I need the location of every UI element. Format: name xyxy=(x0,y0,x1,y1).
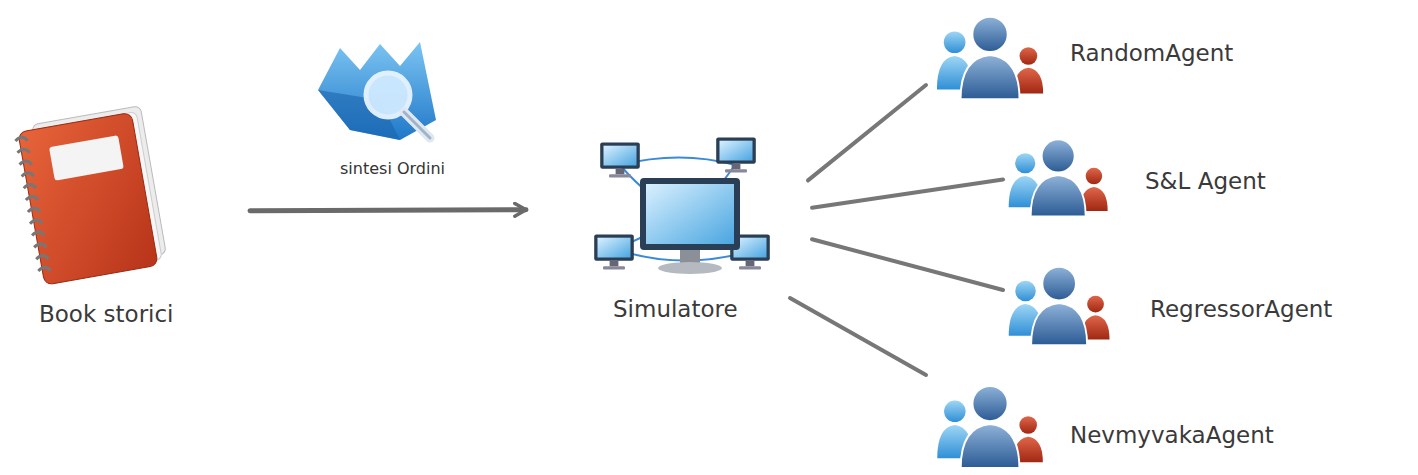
flow-arrow xyxy=(250,207,526,213)
node-label: S&L Agent xyxy=(1145,168,1266,194)
spiral-ring xyxy=(30,219,43,226)
spiral-ring xyxy=(34,243,47,250)
spiral-ring xyxy=(36,255,49,262)
node-label: NevmyvakaAgent xyxy=(1070,422,1274,448)
notebook-icon xyxy=(13,106,168,286)
spiral-ring xyxy=(32,231,45,238)
agent-node: S&L Agent xyxy=(1005,138,1272,218)
agent-node: NevmyvakaAgent xyxy=(930,385,1290,470)
node-label: RandomAgent xyxy=(1070,40,1233,66)
search-folder-icon xyxy=(318,42,436,140)
people-icon xyxy=(937,17,1043,100)
spiral-ring xyxy=(23,184,36,191)
book-node: Book storici xyxy=(8,105,204,340)
agent-node: RandomAgent xyxy=(930,10,1239,105)
people-icon xyxy=(937,386,1043,468)
spiral-ring xyxy=(15,136,28,143)
connector-line xyxy=(808,85,926,180)
people-icon xyxy=(1009,139,1108,216)
node-label: Simulatore xyxy=(613,296,738,322)
node-label: Book storici xyxy=(39,301,174,327)
spiral-ring xyxy=(25,195,38,202)
spiral-ring xyxy=(27,207,40,214)
people-icon xyxy=(1009,267,1110,345)
connector-line xyxy=(812,180,1003,208)
spiral-ring xyxy=(38,266,51,273)
connector-line xyxy=(812,239,1003,290)
spiral-ring xyxy=(19,160,32,167)
agent-node: RegressorAgent xyxy=(1005,262,1405,347)
network-icon xyxy=(594,137,770,274)
connector-line xyxy=(790,298,926,375)
spiral-ring xyxy=(17,148,30,155)
simulator-node: Simulatore xyxy=(578,130,772,340)
node-label: RegressorAgent xyxy=(1150,296,1332,322)
edge-label: sintesi Ordini xyxy=(340,159,445,178)
spiral-ring xyxy=(21,172,34,179)
